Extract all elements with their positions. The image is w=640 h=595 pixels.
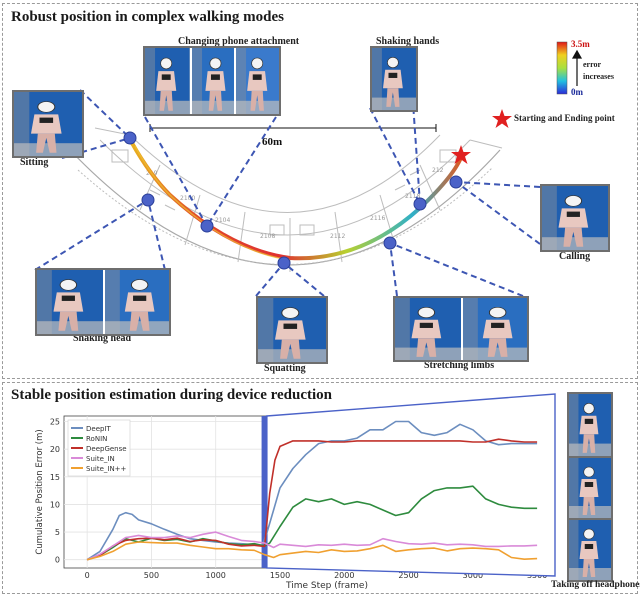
x-tick-label: 1500 — [270, 571, 290, 580]
svg-text:2112: 2112 — [330, 233, 345, 240]
x-tick-label: 3000 — [463, 571, 483, 580]
scene-marker-sitting — [123, 131, 137, 145]
person-photo — [569, 458, 611, 518]
person-photo — [461, 298, 527, 360]
series-line-suite-in- — [86, 541, 538, 561]
x-tick-label: 2500 — [398, 571, 418, 580]
top-panel-title: Robust position in complex walking modes — [11, 9, 284, 25]
person-photo — [372, 48, 416, 110]
legend-entry: DeepGense — [86, 445, 127, 453]
colorbar-max-label: 3.5m — [571, 39, 590, 49]
colorbar-arrow-label-2: increases — [583, 72, 614, 81]
photo-calling — [540, 184, 610, 252]
photo-stretching — [393, 296, 529, 362]
svg-text:212: 212 — [432, 167, 444, 174]
scene-marker-shaking-head — [141, 193, 155, 207]
photo-shaking-head — [35, 268, 171, 336]
y-tick-label: 5 — [55, 528, 60, 537]
photo-changing — [143, 46, 281, 116]
person-photo — [234, 48, 279, 114]
start-end-star-icon — [451, 145, 471, 164]
person-photo — [189, 48, 237, 114]
colorbar-min-label: 0m — [571, 87, 584, 97]
x-axis-label: Time Step (frame) — [285, 581, 368, 591]
svg-text:2108: 2108 — [260, 233, 275, 240]
start-end-label: Starting and Ending point — [514, 113, 615, 123]
scene-label-squatting: Squatting — [264, 363, 306, 374]
photo-sitting — [12, 90, 84, 158]
person-photo — [569, 394, 611, 456]
distance-marker — [149, 124, 437, 132]
photo-headphones-1 — [567, 392, 613, 458]
legend-entry: Suite_IN — [86, 455, 115, 463]
scene-label-shaking-head: Shaking head — [73, 333, 132, 344]
y-tick-label: 10 — [50, 500, 60, 509]
building-outline — [69, 127, 503, 272]
legend-entry: RoNIN — [86, 435, 107, 443]
photo-squatting — [256, 296, 328, 364]
scene-label-shaking-hands: Shaking hands — [376, 36, 440, 47]
y-tick-label: 0 — [55, 556, 60, 565]
y-axis-label: Cumulative Position Error (m) — [35, 429, 45, 554]
bottom-panel-title: Stable position estimation during device… — [11, 387, 332, 403]
person-photo — [569, 520, 611, 580]
y-tick-label: 20 — [50, 445, 60, 454]
scene-label-calling: Calling — [559, 251, 591, 262]
scene-marker-shaking-hands — [413, 197, 427, 211]
scene-marker-squatting — [277, 256, 291, 270]
scene-label-sitting: Sitting — [20, 157, 49, 168]
series-line-deepgense — [86, 438, 538, 561]
person-photo — [258, 298, 326, 362]
legend-entry: Suite_IN++ — [86, 465, 127, 473]
legend-entry: DeepIT — [86, 425, 112, 433]
side-label-headphones: Taking off headphones — [551, 580, 640, 590]
distance-label: 60m — [262, 136, 282, 148]
error-arrow-icon — [571, 49, 583, 86]
scene-marker-changing — [200, 219, 214, 233]
person-photo — [145, 48, 190, 114]
person-photo — [395, 298, 461, 360]
y-tick-label: 15 — [50, 473, 60, 482]
y-tick-label: 25 — [50, 418, 60, 427]
svg-text:2118: 2118 — [405, 193, 420, 200]
photo-headphones-2 — [567, 456, 613, 520]
x-tick-label: 0 — [85, 571, 90, 580]
svg-text:2100: 2100 — [180, 195, 195, 202]
x-tick-label: 500 — [144, 571, 159, 580]
svg-text:2116: 2116 — [370, 215, 385, 222]
scene-label-changing: Changing phone attachment — [178, 36, 300, 47]
colorbar — [556, 41, 568, 95]
x-tick-label: 2000 — [334, 571, 354, 580]
svg-text:2104: 2104 — [215, 217, 230, 224]
scene-label-stretching: Stretching limbs — [424, 360, 495, 371]
series-line-deepit — [86, 420, 538, 561]
photo-headphones-3 — [567, 518, 613, 582]
person-photo — [14, 92, 82, 156]
scene-marker-stretching — [383, 236, 397, 250]
callout-lines — [34, 87, 541, 297]
legend-star-icon — [492, 109, 512, 128]
scene-marker-calling — [449, 175, 463, 189]
person-photo — [37, 270, 103, 334]
x-tick-label: 1000 — [206, 571, 226, 580]
person-photo — [103, 270, 169, 334]
person-photo — [542, 186, 608, 250]
series-line-suite-in — [86, 531, 538, 561]
photo-shaking-hands — [370, 46, 418, 112]
zoom-region — [265, 393, 556, 577]
colorbar-arrow-label-1: error — [583, 60, 602, 69]
